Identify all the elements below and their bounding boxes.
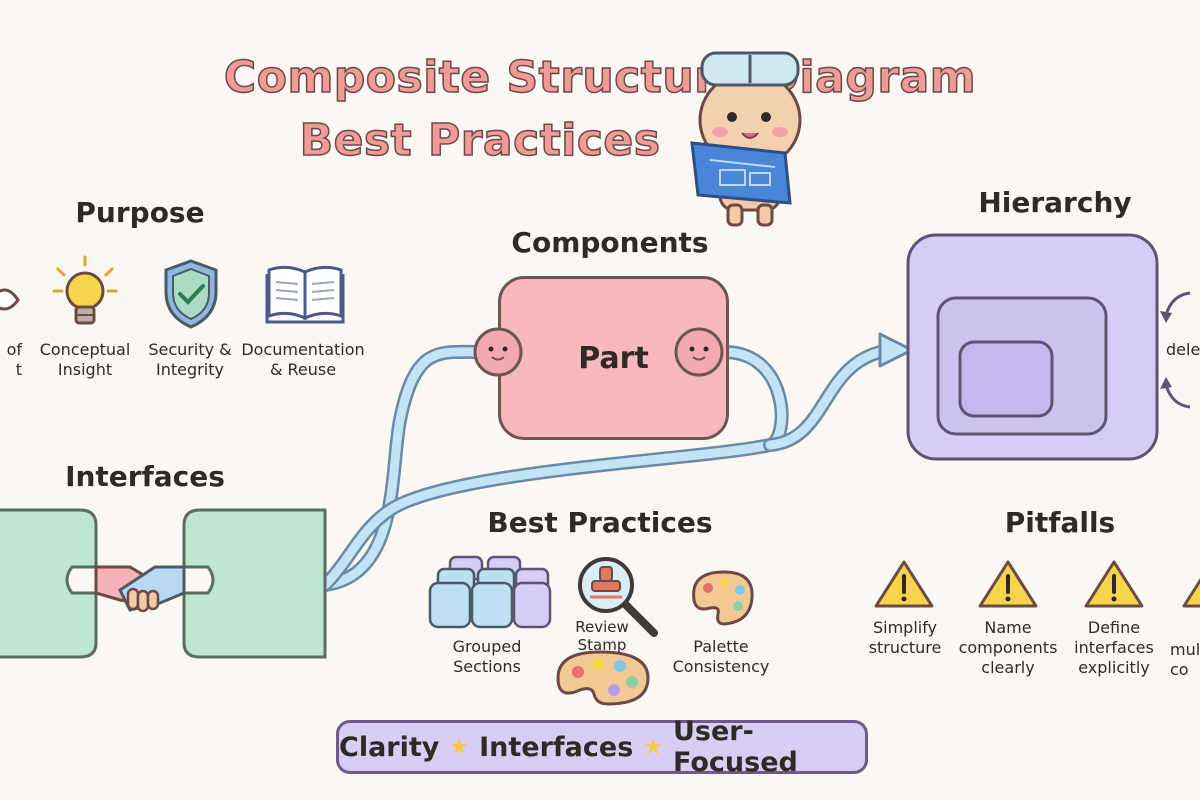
port-right-icon	[674, 327, 724, 377]
warning-icon-1	[874, 560, 934, 608]
blocks-icon	[428, 555, 552, 629]
best-practice-1-line2: Sections	[453, 657, 521, 676]
interfaces-illustration	[0, 508, 327, 659]
handshake-icon	[94, 565, 186, 613]
best-practice-label-1: Grouped Sections	[432, 637, 542, 677]
mascot-illustration	[690, 51, 802, 227]
purpose-item-1-line2: t	[15, 360, 22, 379]
section-title-purpose: Purpose	[75, 196, 205, 229]
pitfall-2-line1: Name	[984, 618, 1032, 637]
pitfall-label-1: Simplify structure	[850, 618, 960, 658]
pitfall-1-line1: Simplify	[872, 618, 938, 637]
best-practice-2-line2: Stamp	[577, 636, 627, 654]
port-left-icon	[473, 327, 523, 377]
section-title-best-practices: Best Practices	[487, 506, 713, 539]
eye-icon	[0, 288, 20, 311]
purpose-item-label-4: Documentation & Reuse	[240, 340, 366, 380]
pitfall-3-line3: explicitly	[1078, 658, 1150, 677]
pitfall-3-line1: Define	[1087, 618, 1141, 637]
tagline-clarity: Clarity	[339, 731, 440, 763]
lightbulb-icon	[52, 255, 118, 325]
purpose-item-1-line1: of	[6, 340, 22, 359]
tagline-interfaces: Interfaces	[479, 731, 634, 763]
section-title-components: Components	[511, 226, 709, 259]
page-title-line1: Composite Structure Diagram	[223, 51, 977, 104]
palette-icon-small	[556, 650, 650, 706]
purpose-item-label-3: Security & Integrity	[140, 340, 240, 380]
pitfall-4-line2: co	[1170, 660, 1189, 679]
shield-check-icon	[164, 259, 218, 329]
purpose-item-4-line1: Documentation	[241, 340, 365, 359]
hierarchy-side-label: dele	[1166, 340, 1200, 359]
arrowhead	[878, 332, 914, 368]
purpose-item-label-1: of t	[0, 340, 22, 380]
warning-icon-3	[1084, 560, 1144, 608]
purpose-item-2-line1: Conceptual	[39, 340, 131, 359]
best-practice-3-line1: Palette	[693, 637, 749, 656]
best-practice-1-line1: Grouped	[452, 637, 522, 656]
purpose-item-3-line2: Integrity	[156, 360, 224, 379]
section-title-hierarchy: Hierarchy	[978, 186, 1132, 219]
pitfall-1-line2: structure	[868, 638, 942, 657]
pitfall-2-line3: clearly	[981, 658, 1035, 677]
pitfall-4-line1: mul	[1170, 640, 1200, 659]
pitfall-label-2: Name components clearly	[950, 618, 1066, 678]
best-practice-label-3: Palette Consistency	[666, 637, 776, 677]
star-icon: ★	[643, 734, 663, 760]
star-icon: ★	[449, 734, 470, 760]
purpose-item-4-line2: & Reuse	[269, 360, 337, 379]
best-practice-2-line1: Review	[575, 618, 629, 636]
book-icon	[265, 265, 345, 324]
section-title-pitfalls: Pitfalls	[1004, 506, 1116, 539]
warning-icon-4	[1182, 578, 1200, 608]
hierarchy-nested-boxes	[906, 233, 1159, 461]
magnifier-stamp-icon	[578, 557, 658, 637]
section-title-interfaces: Interfaces	[65, 460, 225, 493]
palette-icon	[692, 570, 754, 626]
page-title-line2: Best Practices	[299, 114, 661, 167]
purpose-item-3-line1: Security &	[148, 340, 232, 359]
purpose-item-2-line2: Insight	[57, 360, 113, 379]
pitfall-2-line2: components	[958, 638, 1058, 657]
warning-icon-2	[978, 560, 1038, 608]
best-practice-3-line2: Consistency	[672, 657, 770, 676]
tagline-user-focused: User-Focused	[673, 716, 798, 778]
pitfall-label-4: mul co	[1170, 640, 1200, 680]
delegate-arrows-icon	[1160, 291, 1191, 409]
best-practice-label-2: Review Stamp	[560, 618, 644, 654]
tagline-pill: Clarity ★ Interfaces ★ User-Focused	[336, 716, 868, 778]
pitfall-label-3: Define interfaces explicitly	[1058, 618, 1170, 678]
purpose-item-label-2: Conceptual Insight	[30, 340, 140, 380]
part-label: Part	[578, 340, 649, 376]
pitfall-3-line2: interfaces	[1074, 638, 1154, 657]
